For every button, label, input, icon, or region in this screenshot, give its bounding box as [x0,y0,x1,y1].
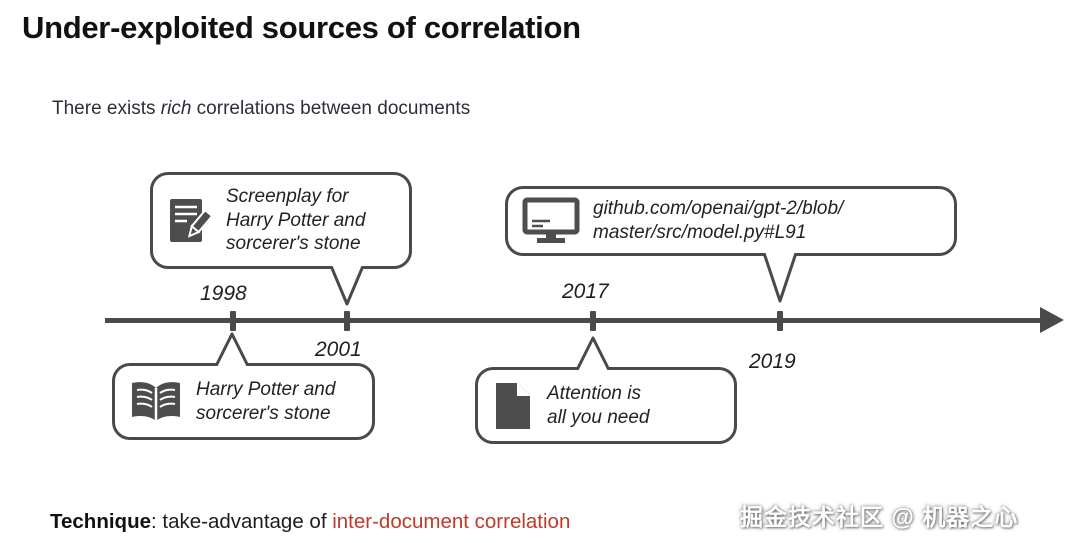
technique-rest: : take-advantage of [151,510,333,533]
callout-line: github.com/openai/gpt-2/blob/ [593,198,844,220]
callout-line: Screenplay for [226,185,349,207]
callout-screenplay-pointer [329,266,365,306]
year-label-1998: 1998 [200,282,247,305]
callout-line: sorcerer's stone [196,402,331,424]
tick-2019 [777,311,783,331]
technique-note: Technique: take-advantage of inter-docum… [50,510,570,534]
monitor-icon [522,197,580,245]
year-label-2001: 2001 [315,338,362,361]
subtitle: There exists rich correlations between d… [52,98,470,120]
script-pencil-icon [167,197,213,245]
callout-book-text: Harry Potter and sorcerer's stone [196,378,335,426]
subtitle-post: correlations between documents [191,98,471,119]
technique-highlight: inter-document correlation [332,510,571,533]
callout-book: Harry Potter and sorcerer's stone [112,363,375,440]
callout-github-text: github.com/openai/gpt-2/blob/ master/src… [593,197,843,245]
tick-2001 [344,311,350,331]
callout-github: github.com/openai/gpt-2/blob/ master/src… [505,186,957,256]
callout-book-pointer [214,332,250,366]
page-title: Under-exploited sources of correlation [22,10,581,45]
callout-screenplay: Screenplay for Harry Potter and sorcerer… [150,172,412,269]
watermark: 掘金技术社区 @ 机器之心 [740,504,1019,530]
callout-attention-pointer [575,336,611,370]
callout-line: Harry Potter and [226,209,366,231]
callout-github-pointer [762,253,798,303]
open-book-icon [129,379,183,425]
tick-2017 [590,311,596,331]
timeline-axis [105,318,1043,323]
document-icon [492,381,534,431]
callout-attention-text: Attention is all you need [547,382,649,430]
callout-line: Harry Potter and [196,378,336,400]
technique-label: Technique [50,510,151,533]
callout-line: all you need [547,406,650,428]
year-label-2019: 2019 [749,350,796,373]
callout-screenplay-text: Screenplay for Harry Potter and sorcerer… [226,185,365,256]
timeline-arrowhead-icon [1040,307,1064,333]
callout-line: master/src/model.py#L91 [593,222,807,243]
subtitle-pre: There exists [52,98,161,119]
year-label-2017: 2017 [562,280,609,303]
tick-1998 [230,311,236,331]
subtitle-emphasis: rich [160,98,192,119]
callout-line: Attention is [547,382,641,404]
callout-attention: Attention is all you need [475,367,737,444]
callout-line: sorcerer's stone [226,233,361,255]
